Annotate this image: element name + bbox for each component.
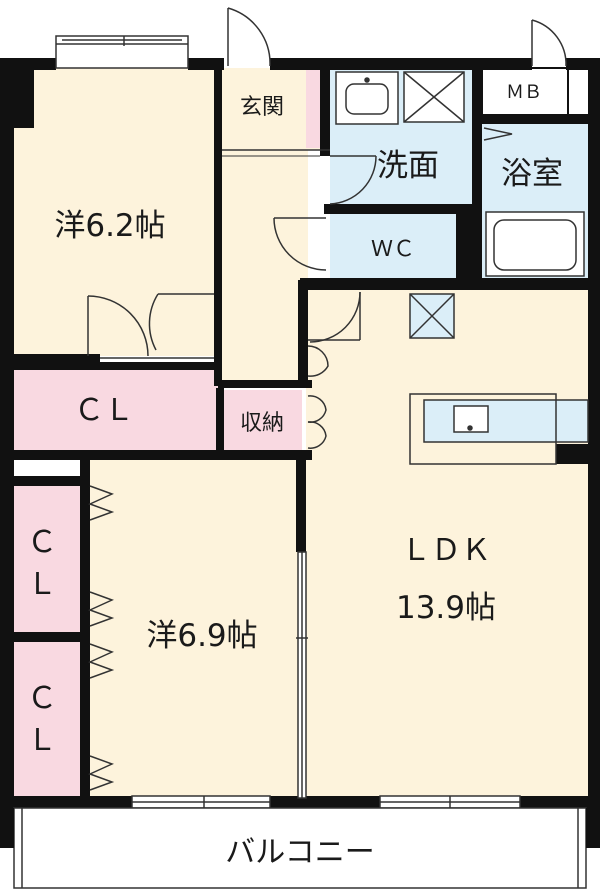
entrance-fill xyxy=(222,68,320,150)
closet-left-2-fill xyxy=(12,642,86,798)
wall-top-mid xyxy=(188,58,224,70)
closet-top-label: ＣＬ xyxy=(74,393,134,428)
wall-kitchen-corner xyxy=(556,444,588,464)
wall-toilet-bottom xyxy=(300,278,590,290)
ldk-size-label: 13.9帖 xyxy=(396,590,496,626)
wall-top-entrance xyxy=(270,58,532,70)
wall-wash-bottom xyxy=(324,204,480,214)
wall-storage-right xyxy=(298,280,308,380)
window-balcony-left xyxy=(131,795,271,809)
western-room-2-label: 洋6.9帖 xyxy=(146,618,257,654)
ldk-label: ＬＤＫ xyxy=(401,533,491,568)
wall-bottom-mid xyxy=(270,796,380,808)
wall-room1-bottom xyxy=(12,354,100,362)
storage-label: 収納 xyxy=(240,411,284,436)
wall-closets-mid xyxy=(12,632,88,642)
wall-closets-top xyxy=(12,476,88,486)
entrance-step-fill xyxy=(306,68,322,148)
sliding-partition xyxy=(296,551,308,799)
bath-door xyxy=(483,127,513,141)
ldk-folding-doors xyxy=(307,345,329,449)
front-door xyxy=(227,7,271,67)
western-room-1-label: 洋6.2帖 xyxy=(54,208,165,244)
storage-fill xyxy=(222,390,302,452)
meter-box-fill xyxy=(481,67,569,117)
wall-room1-right xyxy=(214,68,222,386)
western-room-2-fill xyxy=(88,460,300,798)
washer-pan xyxy=(403,71,465,123)
wall-bath-top xyxy=(480,114,590,124)
room1-door xyxy=(87,293,214,357)
window-balcony-right xyxy=(379,795,521,809)
closet-left-2-label-c: Ｃ xyxy=(27,681,57,716)
washroom-label: 洗面 xyxy=(377,148,439,184)
wall-room2-right xyxy=(296,452,306,552)
wall-storage-left xyxy=(216,388,224,456)
closet-left-1-label-c: Ｃ xyxy=(27,525,57,560)
wall-left xyxy=(0,58,14,808)
ventilation xyxy=(409,293,455,339)
meter-box-label: ＭＢ xyxy=(506,82,542,103)
bathtub xyxy=(485,211,585,277)
closet-left-1-label-l: Ｌ xyxy=(27,567,57,602)
wash-basin xyxy=(335,71,399,125)
wall-hall-bottom xyxy=(218,380,312,388)
wall-bottom-right xyxy=(520,796,600,808)
wash-door xyxy=(329,155,377,205)
wall-wash-right xyxy=(472,68,482,282)
bathroom-label: 浴室 xyxy=(501,156,563,192)
wall-closets-right xyxy=(80,460,90,800)
kitchen-counter xyxy=(409,393,589,465)
toilet-door xyxy=(273,217,327,271)
toilet-label: ＷＣ xyxy=(371,237,415,262)
ldk-fill xyxy=(306,288,590,798)
wall-bottom-left xyxy=(0,796,132,808)
balcony-label: バルコニー xyxy=(225,835,374,870)
wall-right xyxy=(588,58,600,808)
wall-top-corner-left xyxy=(12,58,34,128)
toilet-fill xyxy=(330,212,456,278)
closet-folding-doors xyxy=(88,485,115,791)
closet-top-fill xyxy=(12,368,218,450)
closet-left-1-fill xyxy=(12,484,86,632)
closet-left-2-label-l: Ｌ xyxy=(27,723,57,758)
western-room-1-fill xyxy=(12,68,218,356)
window-room1-top xyxy=(55,35,189,69)
wall-closet-bottom xyxy=(12,450,312,460)
wall-entrance-right xyxy=(320,68,330,156)
ldk-door xyxy=(308,291,361,343)
meter-box-door xyxy=(531,19,567,67)
wall-toilet-right xyxy=(456,212,480,282)
entrance-label: 玄関 xyxy=(240,95,284,120)
wall-closet-top xyxy=(12,362,222,370)
